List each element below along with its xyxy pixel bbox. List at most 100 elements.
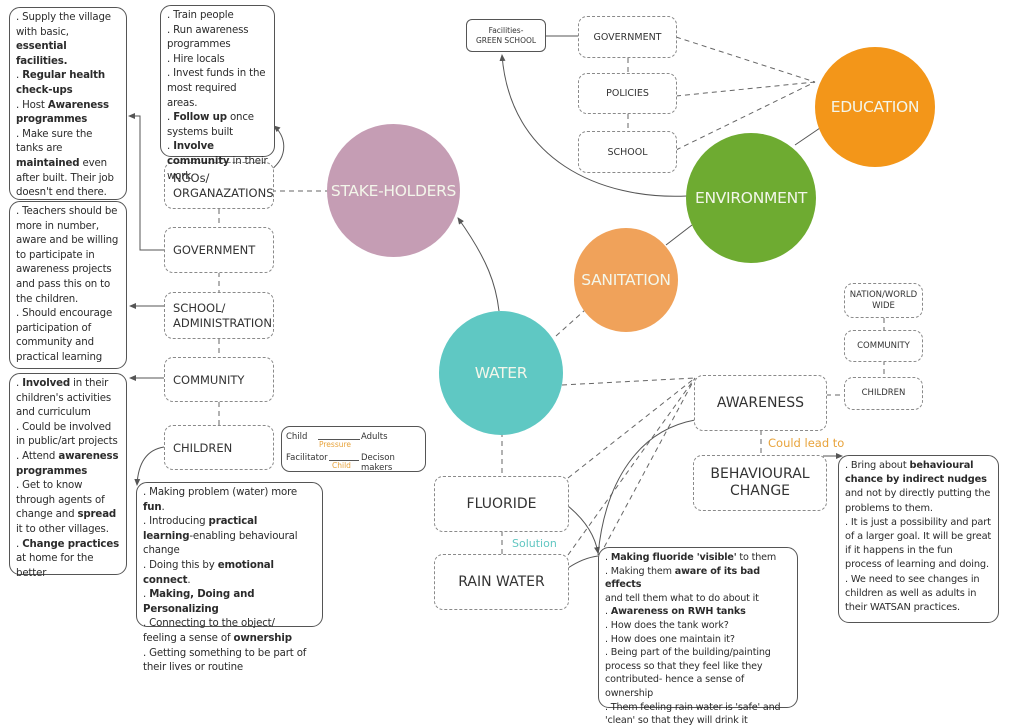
link-gov-education bbox=[675, 36, 816, 83]
node-fluoride[interactable]: FLUORIDE bbox=[434, 476, 569, 532]
note-text: . bbox=[16, 378, 23, 389]
note-text: . Making them bbox=[605, 565, 675, 577]
note-text: . bbox=[143, 589, 150, 601]
legend-row1-label: Pressure bbox=[319, 440, 352, 449]
note-emphasis: Awareness programmes bbox=[16, 99, 109, 126]
legend-row1-to: Adults bbox=[361, 432, 388, 442]
node-edu-school[interactable]: SCHOOL bbox=[578, 131, 677, 173]
note-text: once systems built bbox=[167, 112, 254, 138]
note-text: . bbox=[605, 552, 611, 563]
node-scope-nation[interactable]: NATION/WORLD WIDE bbox=[844, 283, 923, 318]
note-water-solution: . Making fluoride 'visible' to them . Mak… bbox=[598, 547, 798, 726]
node-facilities-green-school[interactable]: Facilities- GREEN SCHOOL bbox=[466, 19, 546, 52]
note-text: feeling a sense of bbox=[143, 632, 234, 644]
note-text: and tell them what to do about it bbox=[605, 592, 759, 604]
note-emphasis: aware of its bad effects bbox=[605, 565, 760, 591]
note-emphasis: practical bbox=[208, 516, 258, 528]
node-school-administration[interactable]: SCHOOL/ ADMINISTRATION bbox=[164, 292, 274, 339]
note-text: . bbox=[167, 141, 174, 153]
note-emphasis: ownership bbox=[233, 632, 292, 644]
note-emphasis: learning bbox=[143, 530, 190, 542]
note-text: even after built. Their job doesn't end … bbox=[16, 157, 114, 199]
note-text: . Train people bbox=[167, 10, 234, 21]
note-emphasis: Making, Doing and Personalizing bbox=[143, 589, 255, 615]
link-sanitation-environment bbox=[665, 224, 693, 246]
link-environment-education bbox=[794, 127, 821, 146]
node-community[interactable]: COMMUNITY bbox=[164, 357, 274, 402]
node-children[interactable]: CHILDREN bbox=[164, 425, 274, 470]
note-text: . It is just a possibility and part of a… bbox=[845, 516, 992, 571]
link-gov-note bbox=[128, 113, 164, 251]
note-text: . Host bbox=[16, 99, 48, 111]
note-emphasis: Making fluoride 'visible' bbox=[610, 552, 737, 563]
note-emphasis: fun bbox=[143, 501, 162, 513]
link-school-education bbox=[675, 81, 816, 151]
note-ngos: . Train people. Run awareness programmes… bbox=[160, 5, 275, 182]
node-scope-children[interactable]: CHILDREN bbox=[844, 377, 923, 410]
note-text: it to other villages. bbox=[16, 523, 109, 535]
note-government: . Supply the village with basic, essenti… bbox=[9, 7, 127, 227]
note-text: . Could be involved in public/art projec… bbox=[16, 421, 118, 448]
note-children: . Making problem (water) more fun.. Intr… bbox=[136, 482, 323, 673]
legend-row2-arrow bbox=[329, 460, 359, 461]
legend-row2-label: Child bbox=[332, 461, 351, 470]
node-behavioural-change[interactable]: BEHAVIOURAL CHANGE bbox=[693, 455, 827, 511]
circle-education[interactable]: EDUCATION bbox=[815, 47, 935, 167]
legend-box: Child Pressure Adults Facilitator Child … bbox=[281, 426, 426, 473]
link-water-awareness bbox=[561, 377, 696, 386]
note-text: in their children's activities and curri… bbox=[16, 378, 111, 419]
label-could-lead-to: Could lead to bbox=[768, 436, 845, 450]
note-text: in their work bbox=[167, 155, 268, 182]
note-text: . Bring about bbox=[845, 460, 910, 471]
node-edu-policies[interactable]: POLICIES bbox=[578, 73, 677, 114]
note-text: and not by directly putting the problems… bbox=[845, 488, 991, 514]
note-text: to them bbox=[736, 552, 777, 563]
note-text: at home for the better bbox=[16, 553, 94, 579]
node-government[interactable]: GOVERNMENT bbox=[164, 227, 274, 273]
note-text: . Get to know through agents of change a… bbox=[16, 480, 105, 521]
note-text: . Should encourage participation of comm… bbox=[16, 308, 113, 363]
note-behaviour: . Bring about behavioural chance by indi… bbox=[838, 455, 999, 623]
note-text: . Teachers should be more in number, awa… bbox=[16, 206, 119, 305]
link-water-sanitation bbox=[555, 309, 586, 337]
note-emphasis: Involved bbox=[22, 378, 71, 389]
note-text: . bbox=[161, 501, 165, 513]
node-awareness[interactable]: AWARENESS bbox=[694, 375, 827, 431]
note-text: . Them feeling rain water is 'safe' and … bbox=[605, 701, 781, 727]
label-solution: Solution bbox=[512, 537, 557, 550]
note-text: . Make sure the tanks are bbox=[16, 128, 93, 155]
note-text: . How does one maintain it? bbox=[605, 633, 735, 645]
note-text: . Getting something to be part of their … bbox=[143, 647, 307, 674]
note-emphasis: emotional connect bbox=[143, 559, 274, 586]
node-edu-government[interactable]: GOVERNMENT bbox=[578, 16, 677, 58]
node-scope-community[interactable]: COMMUNITY bbox=[844, 330, 923, 362]
node-ngos[interactable]: NGOs/ ORGANAZATIONS bbox=[164, 162, 274, 209]
note-emphasis: essential facilities. bbox=[16, 41, 68, 67]
note-text: . bbox=[16, 70, 23, 82]
note-community: . Involved in their children's activitie… bbox=[9, 373, 127, 579]
note-text: . Connecting to the object/ bbox=[143, 618, 275, 630]
node-rain-water[interactable]: RAIN WATER bbox=[434, 554, 569, 610]
note-text: . How does the tank work? bbox=[605, 619, 729, 631]
note-emphasis: Follow up bbox=[173, 112, 227, 124]
note-emphasis: spread bbox=[77, 509, 117, 521]
circle-sanitation[interactable]: SANITATION bbox=[574, 228, 678, 332]
legend-row2-to: Decison makers bbox=[361, 453, 395, 473]
legend-row1-from: Child bbox=[286, 432, 308, 442]
link-water-stakeholders bbox=[457, 217, 500, 312]
note-emphasis: maintained bbox=[16, 157, 80, 169]
note-emphasis: awareness programmes bbox=[16, 450, 119, 477]
note-text: . Attend bbox=[16, 450, 59, 462]
connector-layer bbox=[128, 35, 885, 569]
note-text: . Doing this by bbox=[143, 559, 218, 571]
note-text: . Invest funds in the most required area… bbox=[167, 68, 266, 109]
circle-environment[interactable]: ENVIRONMENT bbox=[686, 133, 816, 263]
note-text: -enabling behavioural change bbox=[143, 530, 298, 557]
note-emphasis: Involve community bbox=[167, 141, 230, 167]
link-children-note bbox=[134, 446, 165, 486]
note-text: . bbox=[16, 538, 23, 550]
note-emphasis: behavioural chance by indirect nudges bbox=[845, 460, 987, 486]
circle-water[interactable]: WATER bbox=[439, 311, 563, 435]
circle-stakeholders[interactable]: STAKE-HOLDERS bbox=[327, 124, 460, 257]
note-text: . bbox=[187, 574, 191, 586]
